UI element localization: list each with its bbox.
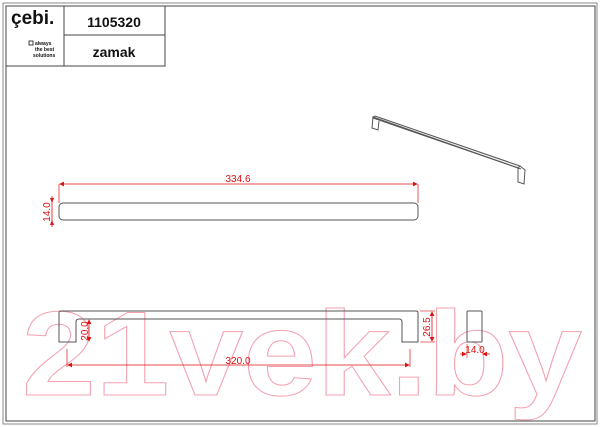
side-view: 14.0	[460, 310, 490, 358]
title-block: çebi. always the best solutions 1105320 …	[5, 5, 166, 67]
tagline-line-2: the best	[35, 47, 55, 53]
isometric-view	[371, 115, 526, 185]
top-view: 334.6 14.0	[42, 174, 419, 227]
watermark: 21vek.by	[22, 287, 582, 421]
material: zamak	[93, 44, 136, 60]
dim-center-distance: 320.0	[225, 356, 250, 367]
dim-top-length: 334.6	[225, 174, 250, 185]
dim-inner-height: 20.0	[80, 321, 91, 341]
inner-frame	[5, 5, 596, 422]
dim-total-height: 26.5	[422, 317, 433, 337]
tagline-line-3: solutions	[33, 53, 55, 59]
logo-square-icon	[28, 40, 34, 46]
brand-logo: çebi.	[11, 8, 54, 29]
dim-top-width: 14.0	[42, 202, 53, 222]
tagline-line-1: always	[35, 41, 52, 47]
part-number: 1105320	[87, 14, 141, 30]
dim-side-width: 14.0	[465, 345, 485, 356]
front-view: 320.0 20.0 26.5	[58, 310, 435, 368]
